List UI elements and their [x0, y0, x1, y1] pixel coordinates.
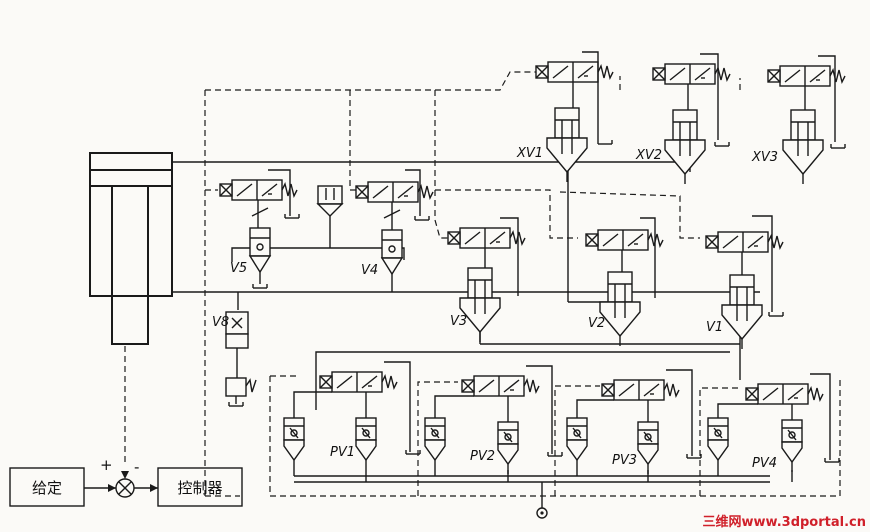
- control-loop: [9, 467, 243, 507]
- pv1-pilot-valve: [319, 371, 398, 393]
- v5-cartridge-valve: [248, 227, 272, 284]
- label-v1: V1: [706, 320, 723, 335]
- pv2-inlet-cartridge-valve: [424, 417, 446, 471]
- v3-cartridge-valve: [459, 267, 501, 343]
- v2-pilot-valve: [585, 229, 664, 251]
- pv4-inlet-cartridge-valve: [707, 417, 729, 471]
- label-pv4: PV4: [752, 456, 777, 471]
- tank-symbol: [768, 311, 784, 317]
- pv4-pilot-valve: [745, 383, 824, 405]
- controller-block-label: 控制器: [177, 479, 222, 497]
- xv1-cartridge-valve: [546, 107, 588, 183]
- pv2-outlet-cartridge-valve: [497, 421, 519, 475]
- xv2-cartridge-valve: [664, 109, 706, 185]
- tank-symbol: [284, 213, 300, 219]
- xv3-pilot-valve: [767, 65, 846, 87]
- tank-symbol: [830, 143, 846, 149]
- middle-valve-lines: [484, 215, 773, 312]
- label-v8: V8: [212, 315, 229, 330]
- pv-return-lines: [293, 470, 793, 519]
- pv-bank-lines: [293, 361, 831, 460]
- tank-symbol: [824, 457, 840, 463]
- v4-cartridge-valve: [380, 229, 404, 292]
- v5-pilot-valve: [219, 179, 298, 201]
- tank-symbol: [414, 215, 430, 221]
- setpoint-block-label: 给定: [32, 479, 62, 497]
- v8-relief-valve: [225, 311, 257, 404]
- label-v2: V2: [588, 316, 605, 331]
- hydraulic-cylinder: [89, 152, 173, 345]
- v5-v4-lines: [251, 169, 421, 230]
- pilot-lines: [124, 71, 841, 497]
- v1-cartridge-valve: [721, 274, 763, 350]
- label-xv2: XV2: [635, 148, 662, 163]
- top-valve-lines: [572, 51, 836, 142]
- v4-pilot-valve: [355, 181, 434, 203]
- pv4-outlet-cartridge-valve: [781, 419, 803, 473]
- tank-symbol: [252, 283, 268, 289]
- label-pv2: PV2: [470, 449, 495, 464]
- tank-symbol: [597, 139, 613, 145]
- pv3-pilot-valve: [601, 379, 680, 401]
- pv1-inlet-cartridge-valve: [283, 417, 305, 471]
- xv1-pilot-valve: [535, 61, 614, 83]
- pv3-outlet-cartridge-valve: [637, 421, 659, 475]
- v2-cartridge-valve: [599, 271, 641, 347]
- v3-pilot-valve: [447, 227, 526, 249]
- label-xv3: XV3: [751, 150, 778, 165]
- pv3-inlet-cartridge-valve: [566, 417, 588, 471]
- label-xv1: XV1: [516, 146, 543, 161]
- label-pv3: PV3: [612, 453, 637, 468]
- label-v4: V4: [361, 263, 378, 278]
- summing-minus-sign: -: [134, 458, 139, 476]
- label-pv1: PV1: [330, 445, 355, 460]
- label-v3: V3: [450, 314, 467, 329]
- tank-symbol: [686, 453, 702, 459]
- watermark: 三维网www.3dportal.cn: [703, 514, 866, 530]
- pv2-pilot-valve: [461, 375, 540, 397]
- summing-plus-sign: +: [100, 456, 113, 474]
- pv1-outlet-cartridge-valve: [355, 417, 377, 471]
- label-v5: V5: [230, 261, 247, 276]
- xv3-cartridge-valve: [782, 109, 824, 185]
- tank-symbol: [714, 141, 730, 147]
